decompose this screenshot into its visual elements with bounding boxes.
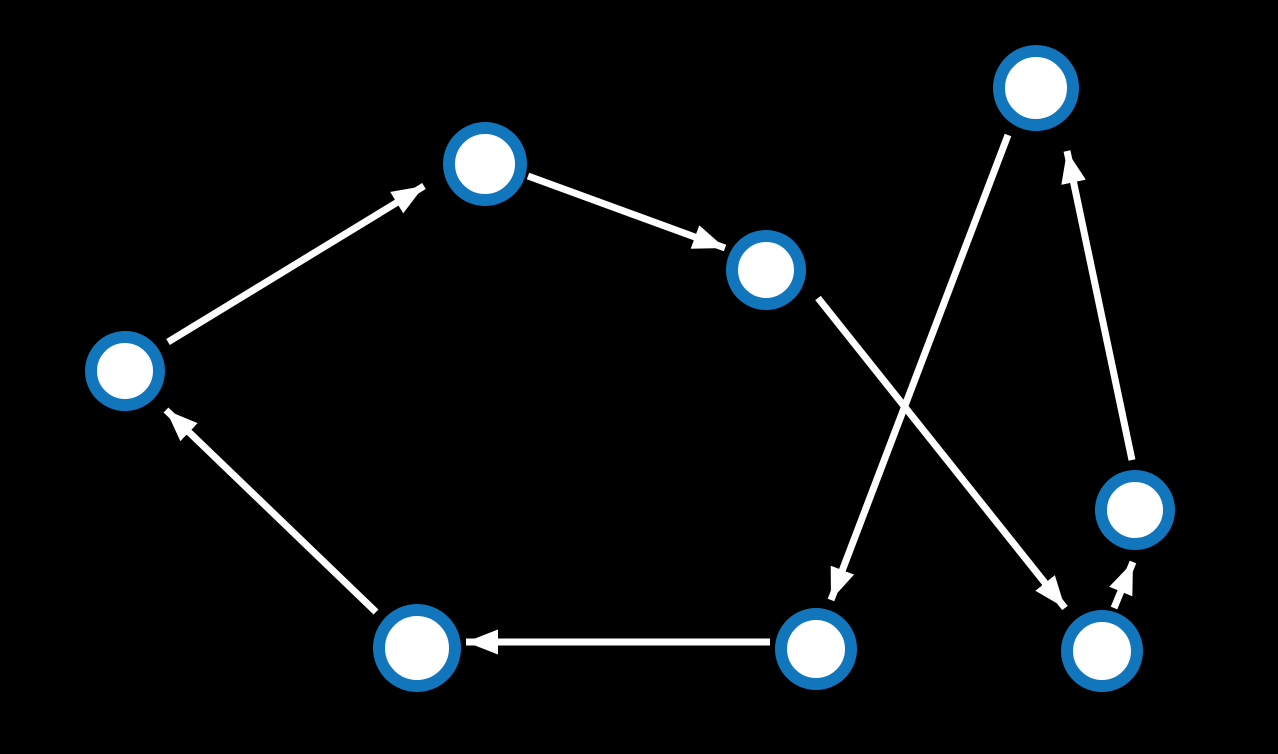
node-left <box>85 331 165 411</box>
graph-edge-node-top-right-to-node-bottom-middle <box>827 133 1012 602</box>
node-middle <box>726 230 806 310</box>
node-bottom-right <box>1061 610 1143 692</box>
graph-edge-node-bottom-left-to-node-left <box>163 407 379 615</box>
graph-edge-node-middle-to-node-bottom-right <box>815 295 1068 611</box>
graph-edge-node-bottom-right-to-node-right <box>1109 560 1137 610</box>
node-bottom-middle <box>775 608 857 690</box>
graph-edge-node-upper-middle-to-node-middle <box>526 172 727 252</box>
node-right <box>1095 470 1175 550</box>
graph-edge-node-right-to-node-top-right <box>1061 150 1136 461</box>
node-top-right <box>993 45 1079 131</box>
node-bottom-left <box>373 604 461 692</box>
graph-edge-node-left-to-node-upper-middle <box>166 183 426 345</box>
node-upper-middle <box>443 122 527 206</box>
